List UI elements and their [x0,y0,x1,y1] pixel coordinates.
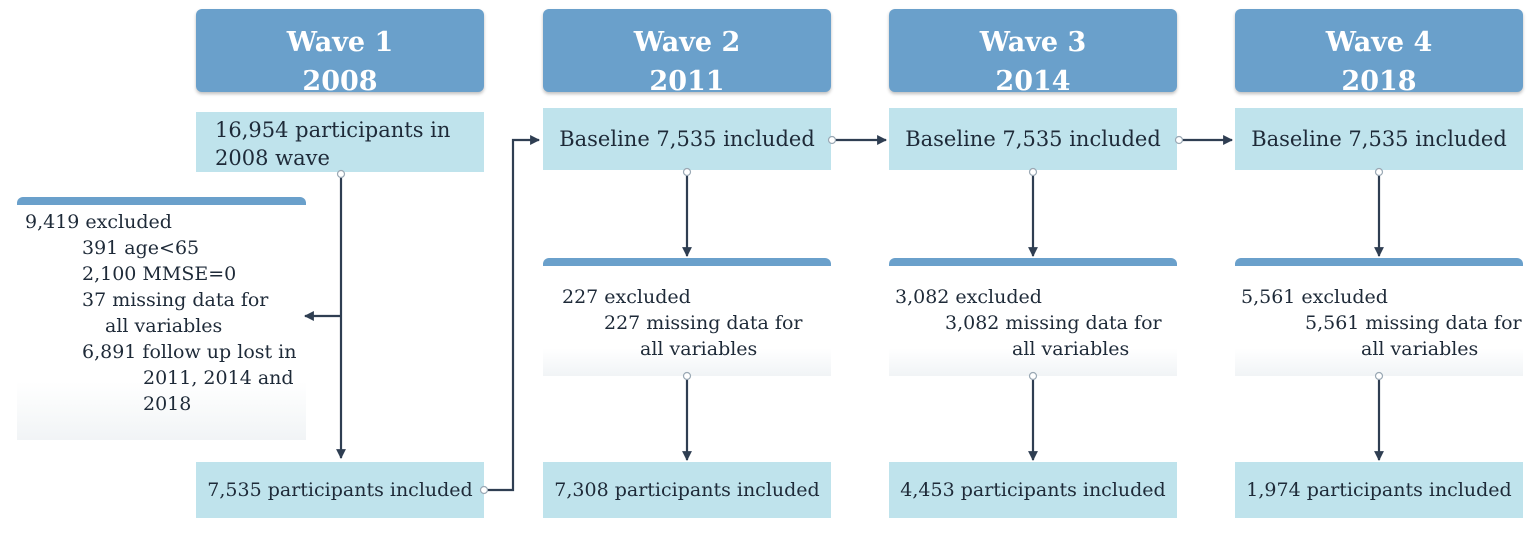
wave-1-start-line-1: 16,954 participants in [215,118,451,142]
arrow-wave1-to-wave2 [486,135,540,492]
wave-1-reason-6: 2011, 2014 and [143,367,294,389]
connector-node [479,485,489,495]
wave-3-header: Wave 3 2014 [889,9,1177,97]
wave-1-excluded-box: 9,419 excluded 391 age<65 2,100 MMSE=0 3… [17,197,306,440]
connector-node [827,135,837,145]
wave-3-excluded-title: 3,082 excluded [895,286,1042,308]
connector-node [1028,371,1038,381]
wave-1-start-line-2: 2008 wave [215,146,330,170]
wave-1-included-box: 7,535 participants included [196,462,484,518]
wave-1-header: Wave 1 2008 [196,9,484,97]
wave-3-baseline-text: Baseline 7,535 included [905,127,1161,151]
wave-3-baseline-box: Baseline 7,535 included [889,108,1177,170]
wave-2-label: Wave 2 [633,27,741,58]
wave-1-included-text: 7,535 participants included [207,479,473,501]
wave-1-reason-7: 2018 [143,393,192,415]
wave-2-header: Wave 2 2011 [543,9,831,97]
connector-node [1028,167,1038,177]
wave-1-reason-1: 391 age<65 [82,237,200,259]
wave-1-excluded-title: 9,419 excluded [25,211,172,233]
connector-node [1374,167,1384,177]
wave-3-excluded-box: 3,082 excluded 3,082 missing data for al… [889,258,1177,376]
wave-4-baseline-box: Baseline 7,535 included [1235,108,1523,170]
wave-4-included-box: 1,974 participants included [1235,462,1523,518]
wave-4-included-text: 1,974 participants included [1246,479,1512,501]
wave-1-year: 2008 [302,66,378,97]
wave-3-included-text: 4,453 participants included [900,479,1166,501]
wave-2-reason-line-2: all variables [640,338,758,360]
wave-4-year: 2018 [1341,66,1417,97]
wave-1-reason-2: 2,100 MMSE=0 [82,263,237,285]
wave-4-header: Wave 4 2018 [1235,9,1523,97]
connector-node [682,167,692,177]
wave-1-reason-4: all variables [105,315,223,337]
wave-3-label: Wave 3 [979,27,1087,58]
wave-2-excluded-title: 227 excluded [562,286,691,308]
connector-node [682,371,692,381]
wave-2-included-box: 7,308 participants included [543,462,831,518]
wave-4-baseline-text: Baseline 7,535 included [1251,127,1507,151]
wave-2-baseline-text: Baseline 7,535 included [559,127,815,151]
wave-3-included-box: 4,453 participants included [889,462,1177,518]
connector-node [336,169,346,179]
wave-2-baseline-box: Baseline 7,535 included [543,108,831,170]
connector-node [1374,371,1384,381]
wave-4-excluded-title: 5,561 excluded [1241,286,1388,308]
wave-1-reason-3: 37 missing data for [82,289,269,311]
wave-4-excluded-box: 5,561 excluded 5,561 missing data for al… [1235,258,1523,376]
connector-node [1174,135,1184,145]
wave-2-included-text: 7,308 participants included [554,479,820,501]
wave-2-reason-line-1: 227 missing data for [604,312,803,334]
wave-1-label: Wave 1 [286,27,394,58]
wave-3-reason-line-1: 3,082 missing data for [945,312,1162,334]
wave-4-reason-line-1: 5,561 missing data for [1305,312,1522,334]
wave-3-year: 2014 [995,66,1071,97]
wave-2-year: 2011 [649,66,725,97]
wave-3-reason-line-2: all variables [1012,338,1130,360]
wave-4-reason-line-2: all variables [1361,338,1479,360]
wave-1-reason-5: 6,891 follow up lost in [82,341,297,363]
wave-4-label: Wave 4 [1325,27,1433,58]
wave-1-start-box: 16,954 participants in 2008 wave [196,112,484,172]
wave-2-excluded-box: 227 excluded 227 missing data for all va… [543,258,831,376]
